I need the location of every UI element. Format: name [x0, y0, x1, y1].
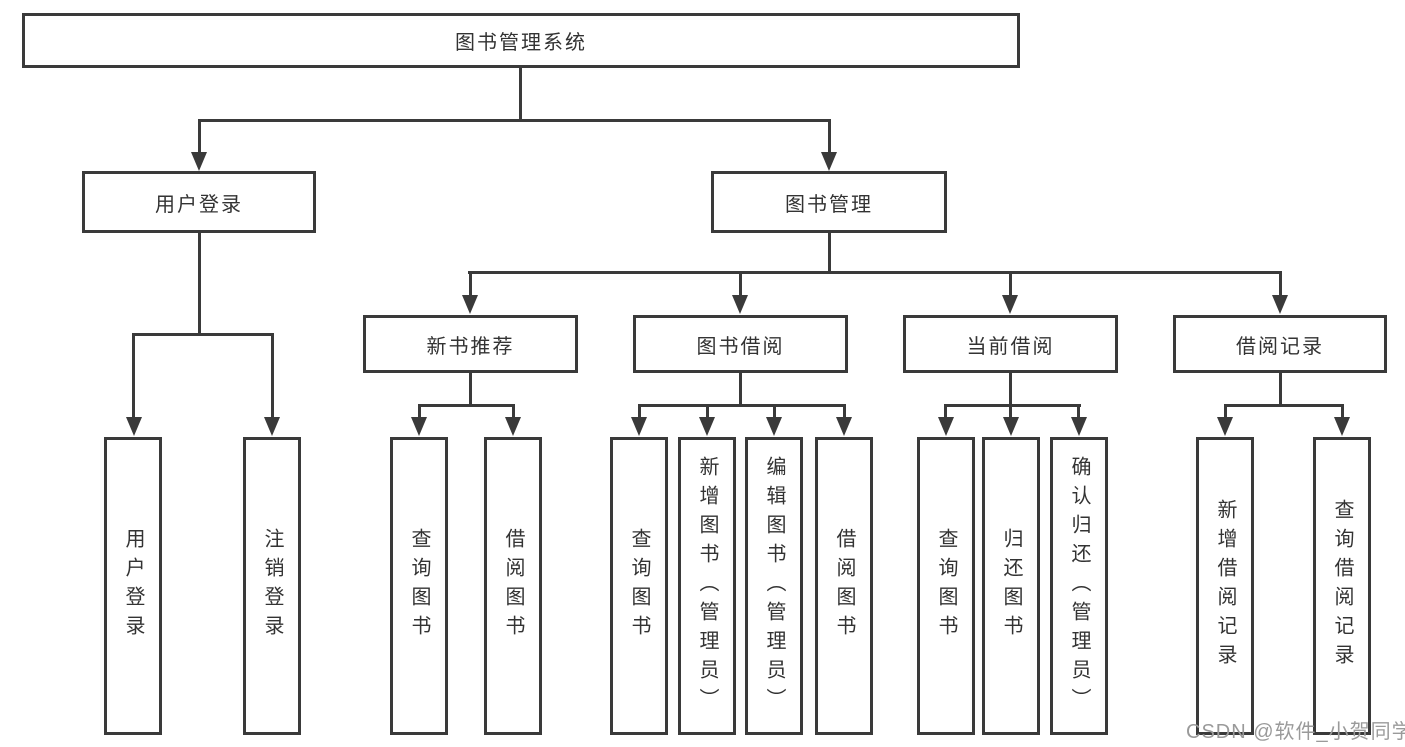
leaf-bb-borrow-book: 借阅图书: [815, 437, 873, 735]
leaf-nbr-query-book: 查询图书: [390, 437, 448, 735]
leaf-br-query-record-label: 查询借阅记录: [1331, 499, 1353, 673]
node-book-borrow: 图书借阅: [633, 315, 848, 373]
edge-line: [1009, 404, 1012, 419]
edge-line: [519, 68, 522, 121]
node-root-label: 图书管理系统: [455, 32, 587, 54]
edge-line: [198, 233, 201, 335]
node-current-borrow: 当前借阅: [903, 315, 1118, 373]
edge-line: [773, 404, 776, 419]
edge-line: [1224, 404, 1227, 419]
arrowhead: [1002, 295, 1018, 314]
arrowhead: [411, 417, 427, 436]
edge-line: [1341, 404, 1344, 419]
node-book-management-label: 图书管理: [785, 193, 873, 216]
leaf-br-add-record: 新增借阅记录: [1196, 437, 1254, 735]
edge-line: [828, 233, 831, 274]
edge-line: [418, 404, 515, 407]
leaf-nbr-borrow-book-label: 借阅图书: [502, 528, 524, 644]
arrowhead: [821, 152, 837, 171]
edge-line: [1224, 404, 1344, 407]
edge-line: [828, 119, 831, 154]
arrowhead: [631, 417, 647, 436]
node-new-book-recommend: 新书推荐: [363, 315, 578, 373]
node-root: 图书管理系统: [22, 13, 1020, 68]
edge-line: [198, 119, 831, 122]
leaf-user-login: 用户登录: [104, 437, 162, 735]
edge-line: [512, 404, 515, 419]
leaf-bb-edit-book-admin: 编辑图书（管理员）: [745, 437, 803, 735]
edge-line: [706, 404, 709, 419]
leaf-bb-borrow-book-label: 借阅图书: [833, 528, 855, 644]
node-book-borrow-label: 图书借阅: [696, 335, 785, 358]
leaf-bb-edit-book-admin-label: 编辑图书（管理员）: [763, 455, 785, 717]
edge-line: [638, 404, 846, 407]
node-user-login-label: 用户登录: [155, 193, 243, 216]
leaf-cb-return-book: 归还图书: [982, 437, 1040, 735]
edge-line: [638, 404, 641, 419]
edge-line: [1077, 404, 1080, 419]
node-borrow-records-label: 借阅记录: [1236, 335, 1324, 358]
node-borrow-records: 借阅记录: [1173, 315, 1387, 373]
leaf-br-query-record: 查询借阅记录: [1313, 437, 1371, 735]
arrowhead: [1272, 295, 1288, 314]
arrowhead: [462, 295, 478, 314]
edge-line: [468, 271, 1282, 274]
edge-line: [469, 271, 472, 297]
node-user-login-branch: 用户登录: [82, 171, 316, 233]
edge-line: [198, 119, 201, 154]
leaf-bb-add-book-admin-label: 新增图书（管理员）: [696, 455, 718, 717]
edge-line: [739, 271, 742, 297]
arrowhead: [505, 417, 521, 436]
leaf-bb-query-book: 查询图书: [610, 437, 668, 735]
arrowhead: [766, 417, 782, 436]
arrowhead: [264, 417, 280, 436]
leaf-br-add-record-label: 新增借阅记录: [1214, 499, 1236, 673]
edge-line: [132, 333, 135, 419]
edge-line: [418, 404, 421, 419]
edge-line: [132, 333, 274, 336]
leaf-cb-query-book: 查询图书: [917, 437, 975, 735]
node-new-book-recommend-label: 新书推荐: [426, 335, 515, 358]
edge-line: [1279, 271, 1282, 297]
leaf-logout-label: 注销登录: [261, 528, 283, 644]
edge-line: [1009, 271, 1012, 297]
edge-line: [944, 404, 947, 419]
arrowhead: [699, 417, 715, 436]
leaf-cb-query-book-label: 查询图书: [935, 528, 957, 644]
edge-line: [944, 404, 1081, 407]
leaf-cb-confirm-return-admin: 确认归还（管理员）: [1050, 437, 1108, 735]
leaf-logout: 注销登录: [243, 437, 301, 735]
node-current-borrow-label: 当前借阅: [966, 335, 1055, 358]
leaf-nbr-query-book-label: 查询图书: [408, 528, 430, 644]
watermark: CSDN @软件_小贺同学: [1186, 721, 1405, 743]
leaf-nbr-borrow-book: 借阅图书: [484, 437, 542, 735]
arrowhead: [1003, 417, 1019, 436]
arrowhead: [1334, 417, 1350, 436]
leaf-cb-confirm-return-admin-label: 确认归还（管理员）: [1068, 455, 1090, 717]
edge-line: [1009, 373, 1012, 406]
leaf-bb-add-book-admin: 新增图书（管理员）: [678, 437, 736, 735]
leaf-bb-query-book-label: 查询图书: [628, 528, 650, 644]
edge-line: [843, 404, 846, 419]
arrowhead: [191, 152, 207, 171]
arrowhead: [1217, 417, 1233, 436]
node-book-management: 图书管理: [711, 171, 947, 233]
edge-line: [469, 373, 472, 406]
leaf-cb-return-book-label: 归还图书: [1000, 528, 1022, 644]
leaf-user-login-label: 用户登录: [122, 528, 144, 644]
edge-line: [1279, 373, 1282, 406]
arrowhead: [938, 417, 954, 436]
edge-line: [739, 373, 742, 406]
arrowhead: [126, 417, 142, 436]
edge-line: [271, 333, 274, 419]
arrowhead: [732, 295, 748, 314]
arrowhead: [836, 417, 852, 436]
arrowhead: [1071, 417, 1087, 436]
